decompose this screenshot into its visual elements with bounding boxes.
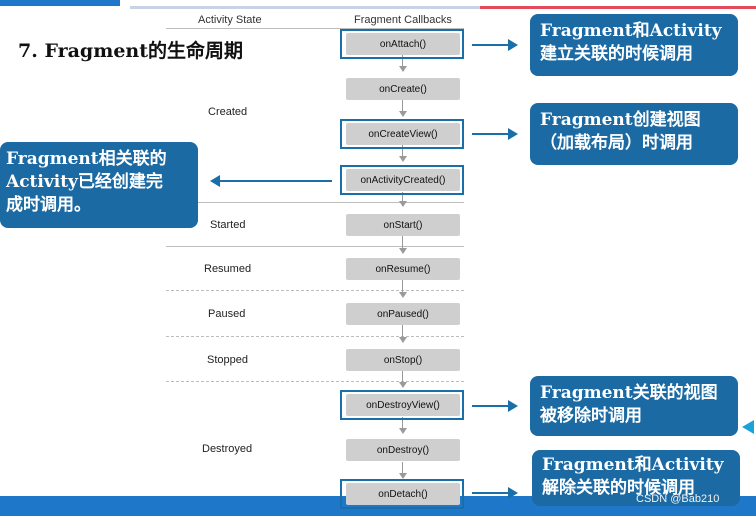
state-separator-stopped-destroyed	[166, 381, 464, 382]
arrow-head-activitycreated	[210, 175, 220, 187]
callback-onstart: onStart()	[346, 214, 460, 236]
arrow-line-createview	[472, 133, 510, 135]
slide-title: 7. Fragment的生命周期	[18, 40, 243, 62]
flow-arrow	[399, 248, 407, 254]
callout-activity-created-line: 成时调用。	[6, 195, 91, 215]
flow-connector	[402, 371, 403, 382]
flow-arrow	[399, 111, 407, 117]
flow-arrow	[399, 292, 407, 298]
flow-connector	[402, 236, 403, 248]
callout-destroy-view: Fragment关联的视图 被移除时调用	[530, 376, 738, 436]
side-triangle-icon	[742, 420, 754, 434]
state-created: Created	[208, 106, 248, 118]
flow-connector	[402, 417, 403, 428]
state-separator-created-started	[166, 202, 464, 203]
state-separator-resumed-paused	[166, 290, 464, 291]
callout-create-view-line: Fragment创建视图	[540, 110, 701, 130]
callback-onstop: onStop()	[346, 349, 460, 371]
arrow-line-attach	[472, 44, 510, 46]
callout-activity-created: Fragment相关联的 Activity已经创建完 成时调用。	[0, 142, 198, 228]
state-resumed: Resumed	[204, 263, 252, 275]
callback-oncreate: onCreate()	[346, 78, 460, 100]
arrow-head-attach	[508, 39, 518, 51]
state-paused: Paused	[208, 308, 246, 320]
flow-arrow	[399, 473, 407, 479]
highlight-oncreateview	[340, 119, 464, 149]
flow-arrow	[399, 66, 407, 72]
arrow-line-detach	[472, 492, 510, 494]
callback-onactivitycreated: onActivityCreated()	[346, 169, 460, 191]
callout-attach-line: Fragment和Activity	[540, 21, 722, 41]
callback-onattach: onAttach()	[346, 33, 460, 55]
callback-ondetach: onDetach()	[346, 483, 460, 505]
arrow-line-activitycreated	[220, 180, 332, 182]
callback-oncreateview: onCreateView()	[346, 123, 460, 145]
callout-attach: Fragment和Activity 建立关联的时候调用	[530, 14, 738, 76]
flow-connector	[402, 462, 403, 473]
flow-arrow	[399, 337, 407, 343]
callout-destroy-view-line: 被移除时调用	[540, 406, 642, 426]
state-separator-started-resumed	[166, 246, 464, 247]
activity-state-header: Activity State	[198, 14, 262, 26]
top-accent-bar	[0, 0, 120, 6]
flow-connector	[402, 280, 403, 292]
highlight-onactivitycreated	[340, 165, 464, 195]
watermark: CSDN @Bab210	[636, 493, 720, 505]
callout-create-view-line: （加载布局）时调用	[540, 133, 693, 153]
highlight-ondetach	[340, 479, 464, 509]
callout-detach-line: Fragment和Activity	[542, 455, 724, 475]
flow-arrow	[399, 201, 407, 207]
callout-detach: Fragment和Activity 解除关联的时候调用	[532, 450, 740, 506]
state-destroyed: Destroyed	[202, 443, 253, 455]
callout-detach-line: 解除关联的时候调用	[542, 478, 695, 498]
callout-create-view: Fragment创建视图 （加载布局）时调用	[530, 103, 738, 165]
arrow-head-detach	[508, 487, 518, 499]
flow-connector	[402, 145, 403, 156]
callout-activity-created-line: Activity已经创建完	[6, 172, 163, 192]
callback-onresume: onResume()	[346, 258, 460, 280]
callout-attach-line: 建立关联的时候调用	[540, 44, 693, 64]
flow-arrow	[399, 428, 407, 434]
header-separator	[166, 28, 464, 29]
callback-ondestroy: onDestroy()	[346, 439, 460, 461]
state-started: Started	[210, 219, 246, 231]
flow-arrow	[399, 382, 407, 388]
callback-ondestroyview: onDestroyView()	[346, 394, 460, 416]
arrow-line-destroyview	[472, 405, 510, 407]
flow-connector	[402, 192, 403, 201]
flow-connector	[402, 100, 403, 111]
state-stopped: Stopped	[207, 354, 248, 366]
top-red-accent	[480, 6, 756, 9]
arrow-head-createview	[508, 128, 518, 140]
callback-onpaused: onPaused()	[346, 303, 460, 325]
callout-destroy-view-line: Fragment关联的视图	[540, 383, 718, 403]
highlight-ondestroyview	[340, 390, 464, 420]
callout-activity-created-line: Fragment相关联的	[6, 149, 167, 169]
flow-connector	[402, 55, 403, 66]
state-separator-paused-stopped	[166, 336, 464, 337]
arrow-head-destroyview	[508, 400, 518, 412]
top-divider	[130, 6, 756, 9]
flow-arrow	[399, 156, 407, 162]
highlight-onattach	[340, 29, 464, 59]
fragment-callbacks-header: Fragment Callbacks	[354, 14, 452, 26]
flow-connector	[402, 325, 403, 337]
